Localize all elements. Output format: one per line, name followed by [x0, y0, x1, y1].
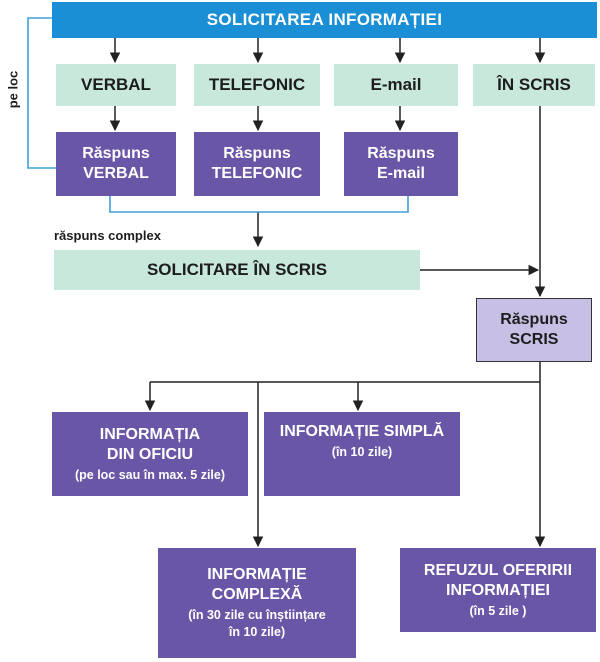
- response-verbal: Răspuns VERBAL: [56, 132, 176, 196]
- written-response-line1: Răspuns: [500, 311, 568, 328]
- complex-label: răspuns complex: [54, 228, 161, 243]
- written-request-label: SOLICITARE ÎN SCRIS: [146, 260, 328, 280]
- outcome-oficiu-line1: INFORMAȚIA: [99, 425, 201, 443]
- outcome-complexa: INFORMAȚIE COMPLEXĂ (în 30 zile cu înști…: [158, 548, 356, 658]
- outcome-refuz-line1: REFUZUL OFERIRII: [423, 561, 573, 579]
- outcome-oficiu: INFORMAȚIA DIN OFICIU (pe loc sau în max…: [52, 412, 248, 496]
- response-telefonic-line2: TELEFONIC: [211, 165, 303, 182]
- outcome-simpla-line1: INFORMAȚIE SIMPLĂ: [279, 423, 445, 440]
- response-telefonic: Răspuns TELEFONIC: [194, 132, 320, 196]
- channel-verbal-label: VERBAL: [81, 75, 151, 95]
- outcome-complexa-line2: COMPLEXĂ: [211, 586, 303, 604]
- response-telefonic-line1: Răspuns: [223, 145, 291, 162]
- channel-telefonic-label: TELEFONIC: [208, 75, 306, 95]
- written-response-box: Răspuns SCRIS: [476, 298, 592, 362]
- outcome-refuz: REFUZUL OFERIRII INFORMAȚIEI (în 5 zile …: [400, 548, 596, 632]
- outcome-simpla-note: (în 10 zile): [331, 445, 393, 459]
- channel-telefonic: TELEFONIC: [194, 64, 320, 106]
- channel-verbal: VERBAL: [56, 64, 176, 106]
- channel-in-scris-label: ÎN SCRIS: [497, 75, 571, 95]
- header-box: SOLICITAREA INFORMAȚIEI: [52, 2, 597, 38]
- response-verbal-line2: VERBAL: [83, 165, 149, 182]
- outcome-simpla: INFORMAȚIE SIMPLĂ (în 10 zile): [264, 412, 460, 496]
- header-title: SOLICITAREA INFORMAȚIEI: [206, 10, 443, 30]
- outcome-oficiu-line2: DIN OFICIU: [106, 445, 194, 463]
- outcome-complexa-note1: (în 30 zile cu înștiințare: [188, 608, 326, 623]
- channel-email: E-mail: [334, 64, 458, 106]
- response-verbal-line1: Răspuns: [82, 145, 150, 162]
- response-email-line2: E-mail: [376, 165, 425, 182]
- written-response-line2: SCRIS: [509, 331, 559, 348]
- outcome-refuz-line2: INFORMAȚIEI: [446, 581, 550, 599]
- outcome-oficiu-note: (pe loc sau în max. 5 zile): [74, 467, 226, 482]
- side-label-text: pe loc: [5, 70, 21, 109]
- outcome-complexa-line1: INFORMAȚIE: [207, 566, 307, 584]
- outcome-complexa-note2: în 10 zile): [228, 625, 286, 639]
- channel-email-label: E-mail: [370, 75, 422, 95]
- complex-label-text: răspuns complex: [54, 228, 161, 243]
- outcome-refuz-note: (în 5 zile ): [469, 603, 527, 618]
- written-request-box: SOLICITARE ÎN SCRIS: [54, 250, 420, 290]
- channel-in-scris: ÎN SCRIS: [473, 64, 595, 106]
- response-email: Răspuns E-mail: [344, 132, 458, 196]
- side-label: pe loc: [6, 65, 21, 115]
- response-email-line1: Răspuns: [367, 145, 435, 162]
